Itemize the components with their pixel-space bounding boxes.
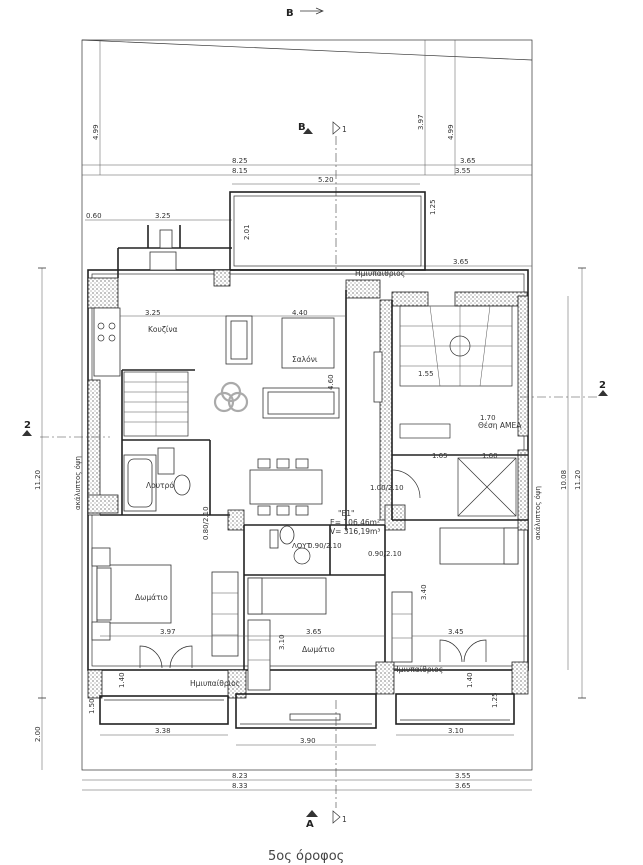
balcony-bottom-center	[235, 693, 377, 729]
lift-shaft	[457, 457, 517, 517]
section-mark-right: 2	[520, 380, 608, 398]
dim-bottom2-right: 3.65	[455, 782, 471, 790]
dim-side1: 4.60	[327, 374, 335, 390]
bedroom-left-furniture	[91, 547, 239, 669]
structural-columns	[87, 269, 529, 699]
balcony-top	[229, 191, 426, 271]
side-right-label: ακάλυπτος όψη	[534, 486, 542, 540]
section-mark-bottom-label: A	[306, 819, 314, 830]
section-mark-top-number: 1	[342, 125, 347, 134]
dim-side9: 1.40	[466, 672, 474, 688]
dim-side6: 1.25	[429, 199, 437, 215]
watermark-logo-icon	[213, 381, 249, 413]
dim-side12: 3.97	[417, 114, 425, 130]
dim-stair-w: 1.55	[418, 370, 434, 378]
dim-side10: 1.50	[88, 698, 96, 714]
section-mark-left-label: 2	[24, 420, 31, 431]
plot-boundary	[81, 39, 533, 771]
room-bedroom-center-label: Δωμάτιο	[302, 645, 335, 654]
interior-walls	[100, 225, 528, 670]
room-kitchen-label: Κουζίνα	[148, 325, 178, 334]
dim-bal-left: 3.38	[155, 727, 171, 735]
balcony-bottom-right	[395, 693, 515, 725]
dim-side13: 4.99	[447, 124, 455, 140]
left-staircase	[123, 371, 189, 437]
floor-title: 5ος όροφος	[268, 849, 344, 864]
dim-side7: 1.25	[491, 692, 499, 708]
dim-side3: 3.10	[278, 634, 286, 650]
section-mark-right-label: 2	[599, 380, 606, 391]
kitchen-counter	[93, 229, 177, 377]
dim-bottom2: 8.33	[232, 782, 248, 790]
dim-top2-left: 8.15	[232, 167, 248, 175]
dim-side2: 3.40	[420, 584, 428, 600]
wc-fixtures	[269, 525, 311, 565]
dim-right-h2: 10.08	[560, 470, 568, 490]
dim-top-balcony: 3.65	[453, 258, 469, 266]
bathroom-fixtures	[123, 447, 191, 512]
room-living-label: Σαλόνι	[292, 355, 318, 364]
dim-bottom1-right: 3.55	[455, 772, 471, 780]
dim-door3: 0.90/2.10	[368, 550, 402, 558]
living-furniture	[225, 315, 383, 516]
top-dimensions: 8.25 3.65 8.15 3.55 5.20 3.25 0.60 3.65	[82, 157, 532, 267]
dim-stair-w3: 1.60	[482, 452, 498, 460]
side-dimensions: 11.20 2.00 11.20 10.08 ακάλυπτος όψη ακά…	[34, 267, 586, 770]
dim-top1-right: 3.65	[460, 157, 476, 165]
balcony-bottom-left	[99, 695, 229, 725]
room-bedroom-left-label: Δωμάτιο	[135, 593, 168, 602]
right-staircase	[399, 305, 513, 387]
section-mark-top-label: B	[298, 122, 306, 133]
dim-bottom1: 8.23	[232, 772, 248, 780]
area-info: "Ε1" E= 106,46m² V= 316,19m³	[330, 509, 380, 536]
dim-side8: 1.40	[118, 672, 126, 688]
dim-left-h: 11.20	[34, 470, 42, 490]
dim-right-h: 11.20	[574, 470, 582, 490]
room-bathroom-label: Λουτρό	[146, 481, 174, 490]
area-label: "Ε1"	[338, 509, 354, 518]
balcony-bottom-right-label: Ημιυπαίθριος	[393, 665, 443, 674]
dim-top2-right: 3.55	[455, 167, 471, 175]
area-value: E= 106,46m²	[330, 518, 380, 527]
section-mark-bottom-number: 1	[342, 815, 347, 824]
section-mark-left: 2	[22, 420, 110, 438]
top-vertical-dims: 4.99 3.97 4.99	[92, 40, 456, 175]
door-arc	[391, 469, 421, 499]
dim-bal-center: 3.90	[300, 737, 316, 745]
dim-living-w: 4.40	[292, 309, 308, 317]
dim-bed-center-w: 3.65	[306, 628, 322, 636]
dim-door4: 0.80/2.10	[202, 506, 210, 540]
balcony-bottom-left-label: Ημιυπαίθριος	[190, 679, 240, 688]
dim-side11: 4.99	[92, 124, 100, 140]
dim-top3: 5.20	[318, 176, 334, 184]
dim-door1: 1.00/2.10	[370, 484, 404, 492]
north-arrow-icon: Β	[286, 7, 324, 19]
dim-bed-right-w: 3.45	[448, 628, 464, 636]
room-wc-label: ΛΟΥΤ	[292, 542, 312, 550]
section-mark-bottom: A 1	[306, 700, 347, 830]
dim-side5: 2.01	[243, 224, 251, 240]
dim-left-bottom: 2.00	[34, 726, 42, 742]
dim-bed-left-w: 3.97	[160, 628, 176, 636]
dim-bal-right: 3.10	[448, 727, 464, 735]
dim-door2: 0.90/2.10	[308, 542, 342, 550]
balcony-top-label: Ημιυπαίθριος	[355, 269, 405, 278]
room-stair-access-label: Θέση ΑΜΕΑ	[478, 421, 522, 430]
section-mark-top: B 1	[298, 121, 347, 270]
dim-stair-w2: 1.65	[432, 452, 448, 460]
dim-side4: 0.60	[86, 212, 102, 220]
dim-stair-w4: 1.70	[480, 414, 496, 422]
bedroom-center-furniture	[247, 577, 327, 691]
dim-top1-left: 8.25	[232, 157, 248, 165]
side-left-label: ακάλυπτος όψη	[74, 456, 82, 510]
dim-kitchen-w: 3.25	[145, 309, 161, 317]
north-label: Β	[286, 8, 294, 19]
bedroom-right-furniture	[391, 527, 519, 663]
dim-kitchen-top: 3.25	[155, 212, 171, 220]
bottom-dimensions: 3.38 3.90 3.10 8.23 3.55 8.33 3.65 1.40 …	[82, 672, 532, 791]
volume-value: V= 316,19m³	[330, 527, 380, 536]
